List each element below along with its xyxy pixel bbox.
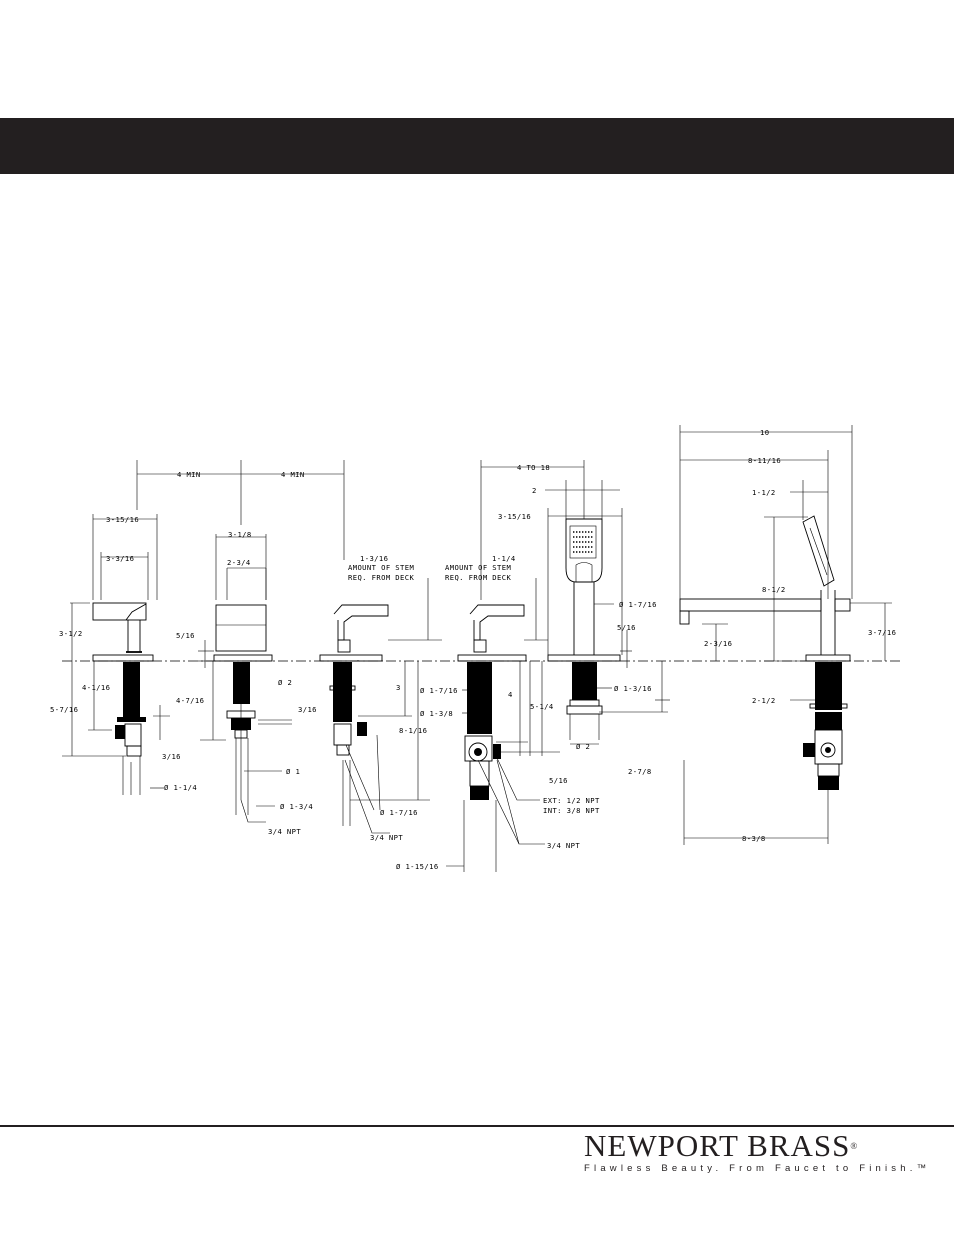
dimension-label: Ø 1-7/16 <box>420 686 458 695</box>
dimension-label: 1-3/16 <box>360 554 388 563</box>
dimension-label: 2 <box>532 486 537 495</box>
dimension-label: Ø 1-3/16 <box>614 684 652 693</box>
newport-brass-logo: NEWPORT BRASS® Flawless Beauty. From Fau… <box>584 1129 931 1179</box>
dimension-label: Ø 2 <box>576 742 590 751</box>
dimension-label: Ø 1-3/8 <box>420 709 453 718</box>
dimension-label: 5-7/16 <box>50 705 78 714</box>
registered-mark: ® <box>850 1141 859 1151</box>
dimension-label: AMOUNT OF STEM <box>348 563 414 572</box>
dimension-label: Ø 1-3/4 <box>280 802 313 811</box>
dimension-label: 4 MIN <box>281 470 305 479</box>
dimension-label: 3/16 <box>162 752 181 761</box>
dimension-label: Ø 1-7/16 <box>380 808 418 817</box>
dimension-label: 3-15/16 <box>498 512 531 521</box>
dimension-label: Ø 1 <box>286 767 300 776</box>
dimension-label: 10 <box>760 428 769 437</box>
dimension-label: 8-1/2 <box>762 585 786 594</box>
dimension-label: 3-15/16 <box>106 515 139 524</box>
logo-brand-part-a: NEWP <box>584 1128 676 1163</box>
dimension-label: 1-1/2 <box>752 488 776 497</box>
dimension-label: 2-7/8 <box>628 767 652 776</box>
logo-brand-part-b: RT BRASS <box>699 1128 851 1163</box>
dimension-label: 4 TO 18 <box>517 463 550 472</box>
valve-2-front: 3-1/8 2-3/4 5/16 4-7/16 Ø 2 3/16 Ø 1 Ø 1… <box>176 530 317 836</box>
valve-3-side: 1-3/16 AMOUNT OF STEM REQ. FROM DECK 3 8… <box>319 554 442 842</box>
dimension-label: 3/4 NPT <box>370 833 403 842</box>
logo-wordmark: NEWPORT BRASS® <box>584 1129 914 1163</box>
dimension-label: 4-1/16 <box>82 683 110 692</box>
spray-face <box>573 531 593 553</box>
footer-rule <box>0 1125 954 1127</box>
valve-1-side: 3-15/16 3-3/16 3-1/2 5-7/16 4-1/16 3/16 … <box>50 514 197 795</box>
hand-shower: 4 TO 18 2 3-15/16 Ø 1-7/16 5/16 Ø 1-3/16… <box>480 460 670 776</box>
dimension-label: 8-11/16 <box>748 456 781 465</box>
dimension-label: Ø 1-15/16 <box>396 862 439 871</box>
diverter-side: 1-1/4 AMOUNT OF STEM REQ. FROM DECK Ø 1-… <box>396 554 600 872</box>
dimension-label: 8-1/16 <box>399 726 427 735</box>
dimension-label: 5-1/4 <box>530 702 554 711</box>
dimension-label: 3-3/16 <box>106 554 134 563</box>
dimension-label: 5/16 <box>617 623 636 632</box>
dimension-label: Ø 1-7/16 <box>619 600 657 609</box>
dimension-label: 3 <box>396 683 401 692</box>
spacing-dims: 4 MIN 4 MIN <box>136 460 345 560</box>
dimension-label: 3/16 <box>298 705 317 714</box>
spout: 10 8-11/16 1-1/2 8-1/2 2-3/16 3-7/16 2-1… <box>679 425 896 845</box>
dimension-label: 2-3/4 <box>227 558 251 567</box>
dimension-label: 3/4 NPT <box>547 841 580 850</box>
dimension-label: 1-1/4 <box>492 554 516 563</box>
logo-o-icon: O <box>675 1128 700 1163</box>
dimension-label: REQ. FROM DECK <box>348 573 414 582</box>
dimension-label: 4 <box>508 690 513 699</box>
header-band <box>0 118 954 174</box>
dimension-label: EXT: 1/2 NPT <box>543 796 600 805</box>
dimension-label: 2-1/2 <box>752 696 776 705</box>
dimension-label: Ø 1-1/4 <box>164 783 197 792</box>
dimension-label: REQ. FROM DECK <box>445 573 511 582</box>
dimension-label: 3-1/2 <box>59 629 83 638</box>
dimension-label: 5/16 <box>549 776 568 785</box>
dimension-label: 3-1/8 <box>228 530 252 539</box>
dimension-label: 4-7/16 <box>176 696 204 705</box>
dimension-label: 5/16 <box>176 631 195 640</box>
dimension-label: 3/4 NPT <box>268 827 301 836</box>
logo-tagline: Flawless Beauty. From Faucet to Finish.™ <box>584 1163 931 1174</box>
dimension-label: INT: 3/8 NPT <box>543 806 600 815</box>
dimension-label: 3-7/16 <box>868 628 896 637</box>
dimension-label: 8-3/8 <box>742 834 766 843</box>
dimension-label: 4 MIN <box>177 470 201 479</box>
dimension-label: 2-3/16 <box>704 639 732 648</box>
dimension-label: Ø 2 <box>278 678 292 687</box>
dimension-label: AMOUNT OF STEM <box>445 563 511 572</box>
